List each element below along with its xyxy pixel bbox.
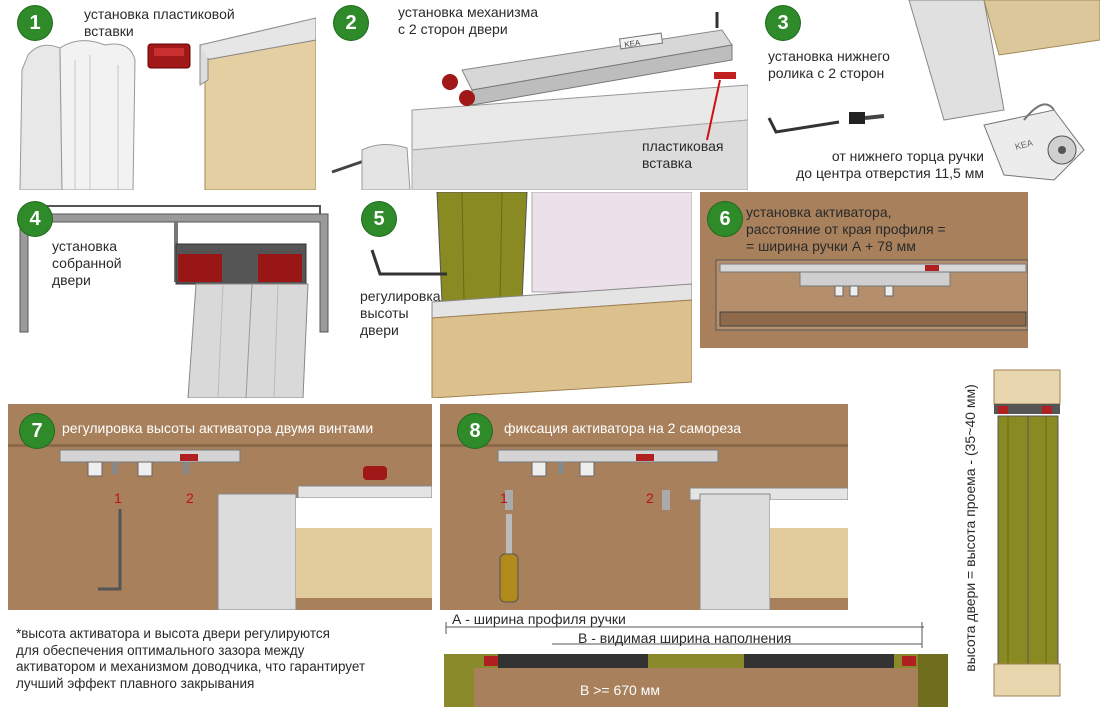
step-4-illustration <box>19 205 329 398</box>
step-2-logo: KEA <box>624 38 642 49</box>
profile-width-a-label: А - ширина профиля ручки <box>452 611 626 627</box>
step-7-badge: 7 <box>20 414 54 448</box>
step-8-screw-2: 2 <box>646 490 654 506</box>
step-6-illustration <box>715 259 1028 331</box>
step-2-illustration: KEA <box>331 12 748 190</box>
step-7-screw-1: 1 <box>114 490 122 506</box>
step-2-caption: установка механизма с 2 сторон двери <box>398 4 539 37</box>
width-diagram-illustration <box>444 622 948 707</box>
step-5-badge: 5 <box>362 202 396 236</box>
step-2-panel: KEA 2 установка механизма с 2 сторон две… <box>322 0 748 190</box>
step-4-caption: установка собранной двери <box>52 238 122 288</box>
step-7-caption: регулировка высоты активатора двумя винт… <box>62 420 374 436</box>
step-2-insert-label: пластиковая вставка <box>642 138 724 171</box>
step-1-caption: установка пластиковой вставки <box>84 6 235 39</box>
step-8-badge: 8 <box>458 414 492 448</box>
step-3-distance-note: от нижнего торца ручки до центра отверст… <box>796 148 984 181</box>
step-3-badge: 3 <box>766 6 800 40</box>
step-7-illustration <box>8 444 432 610</box>
step-1-badge: 1 <box>18 6 52 40</box>
width-diagram: А - ширина профиля ручки В - видимая шир… <box>444 610 948 707</box>
step-1-illustration <box>19 17 316 190</box>
step-4-badge: 4 <box>18 202 52 236</box>
step-3-panel: KEA 3 установка нижнего ролика с 2 сторо… <box>754 0 1100 190</box>
step-1-panel: 1 установка пластиковой вставки <box>0 0 316 190</box>
step-5-illustration <box>370 192 692 398</box>
door-height-illustration <box>993 369 1061 697</box>
step-6-panel: 6 установка активатора, расстояние от кр… <box>700 192 1028 348</box>
step-6-badge: 6 <box>708 202 742 236</box>
step-2-badge: 2 <box>334 6 368 40</box>
step-3-logo: KEA <box>1014 138 1034 152</box>
step-8-illustration <box>440 444 848 610</box>
adjustment-note: *высота активатора и высота двери регули… <box>16 626 366 691</box>
step-8-screw-1: 1 <box>500 490 508 506</box>
door-height-diagram: высота двери = высота проема - (35~40 мм… <box>950 360 1066 705</box>
step-3-caption: установка нижнего ролика с 2 сторон <box>768 48 890 81</box>
step-4-panel: 4 установка собранной двери <box>8 192 344 398</box>
visible-fill-width-b-label: В - видимая ширина наполнения <box>578 630 792 646</box>
step-7-panel: 7 регулировка высоты активатора двумя ви… <box>8 404 432 610</box>
step-8-caption: фиксация активатора на 2 самореза <box>504 420 742 436</box>
step-7-screw-2: 2 <box>186 490 194 506</box>
min-width-label: B >= 670 мм <box>580 682 660 698</box>
door-height-formula: высота двери = высота проема - (35~40 мм… <box>962 384 978 672</box>
step-5-panel: 5 регулировка высоты двери <box>352 192 692 398</box>
step-3-illustration: KEA <box>767 0 1100 181</box>
step-6-caption: установка активатора, расстояние от края… <box>746 204 946 254</box>
step-5-caption: регулировка высоты двери <box>360 288 441 338</box>
step-8-panel: 8 фиксация активатора на 2 самореза 1 2 <box>440 404 848 610</box>
